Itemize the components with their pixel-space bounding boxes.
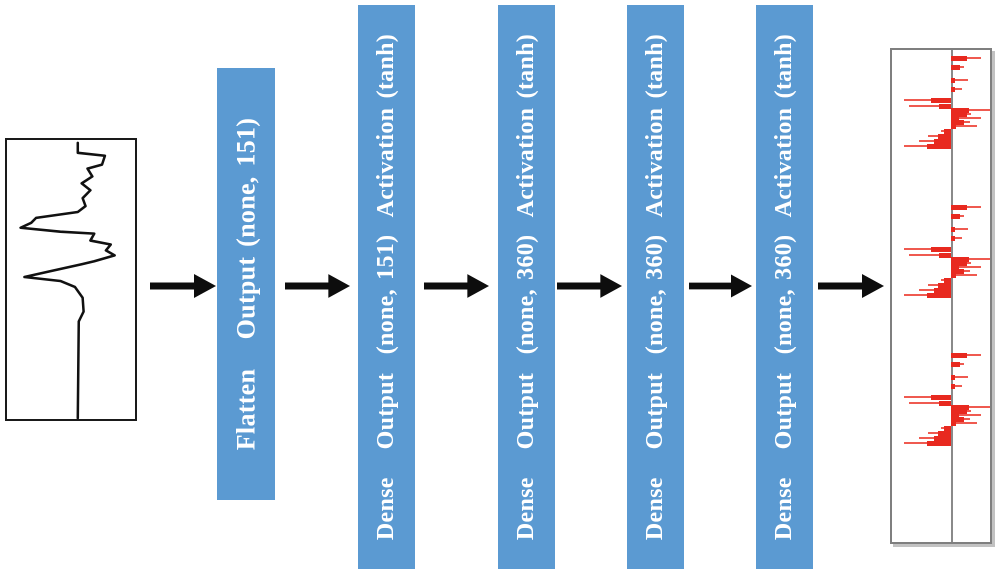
output-spikes-box (890, 48, 992, 544)
output-spike (951, 115, 959, 121)
output-spike (938, 133, 951, 139)
output-spike (951, 55, 967, 61)
output-spike (951, 268, 964, 274)
output-spike (951, 256, 969, 262)
layer-label-dense-3: Dense Output (none, 360) Activation (tan… (642, 33, 669, 541)
layer-bar-dense-1: Dense Output (none, 151) Activation (tan… (358, 5, 415, 569)
output-spike (909, 402, 951, 404)
arrow-right-icon (285, 272, 350, 300)
arrow-right-icon (689, 272, 752, 300)
output-spike (927, 143, 951, 149)
output-spike (951, 125, 977, 127)
output-spike (939, 103, 951, 109)
output-spike (951, 258, 990, 260)
output-spike (934, 138, 951, 144)
output-spike (951, 272, 956, 278)
output-spike (904, 99, 951, 101)
output-spike (944, 425, 951, 431)
output-spike (951, 228, 968, 230)
output-spike (951, 111, 967, 117)
output-spike (931, 246, 951, 252)
output-spike (951, 107, 969, 113)
layer-label-flatten: Flatten Output (none, 151) (231, 117, 260, 451)
output-spike (951, 266, 981, 268)
output-spike (927, 292, 951, 298)
output-spike (909, 105, 951, 107)
output-spike (951, 226, 955, 232)
output-spike (951, 264, 959, 270)
output-spike (951, 64, 960, 70)
layer-label-dense-4: Dense Output (none, 360) Activation (tan… (771, 33, 798, 541)
output-spike (944, 128, 951, 134)
layer-bar-flatten: Flatten Output (none, 151) (217, 68, 275, 500)
output-spike (951, 361, 960, 367)
output-spike (951, 88, 962, 90)
output-spike (951, 213, 960, 219)
output-spike (951, 414, 981, 416)
output-spike (931, 97, 951, 103)
input-signal-box (5, 138, 137, 421)
output-spike (951, 117, 981, 119)
output-spike (938, 430, 951, 436)
output-spike (951, 420, 956, 426)
input-signal-curve (19, 141, 116, 419)
output-spike (951, 119, 964, 125)
output-spike (931, 394, 951, 400)
output-spike (951, 416, 964, 422)
output-spike (951, 123, 956, 129)
output-spike (951, 86, 955, 92)
output-spike (951, 404, 969, 410)
output-spike (939, 252, 951, 258)
output-spike (951, 109, 990, 111)
output-spike (938, 282, 951, 288)
output-spike (934, 287, 951, 293)
arrow-right-icon (150, 272, 216, 300)
arrow-right-icon (557, 272, 622, 300)
output-spike (951, 260, 967, 266)
layer-label-dense-2: Dense Output (none, 360) Activation (tan… (513, 33, 540, 541)
output-spike (951, 235, 955, 241)
output-spike (939, 400, 951, 406)
output-spike (909, 254, 951, 256)
output-spike (951, 408, 967, 414)
output-spike (951, 422, 977, 424)
output-center-line (951, 50, 953, 542)
layer-bar-dense-2: Dense Output (none, 360) Activation (tan… (498, 5, 555, 569)
output-spike (951, 204, 967, 210)
output-spike (951, 383, 955, 389)
arrow-right-icon (424, 272, 489, 300)
output-spike (951, 374, 955, 380)
output-spike (951, 406, 990, 408)
output-spike (934, 435, 951, 441)
layer-bar-dense-3: Dense Output (none, 360) Activation (tan… (627, 5, 684, 569)
output-spike (951, 412, 959, 418)
output-spike (951, 274, 977, 276)
arrow-right-icon (818, 272, 884, 300)
layer-label-dense-1: Dense Output (none, 151) Activation (tan… (373, 33, 400, 541)
output-spike (927, 440, 951, 446)
output-spike (951, 385, 962, 387)
output-spike (951, 79, 968, 81)
output-spike (951, 77, 955, 83)
output-spike (951, 352, 967, 358)
output-spike (944, 277, 951, 283)
output-spike (951, 376, 968, 378)
layer-bar-dense-4: Dense Output (none, 360) Activation (tan… (756, 5, 813, 569)
output-spike (951, 237, 962, 239)
output-spike (904, 396, 951, 398)
output-spike (904, 248, 951, 250)
